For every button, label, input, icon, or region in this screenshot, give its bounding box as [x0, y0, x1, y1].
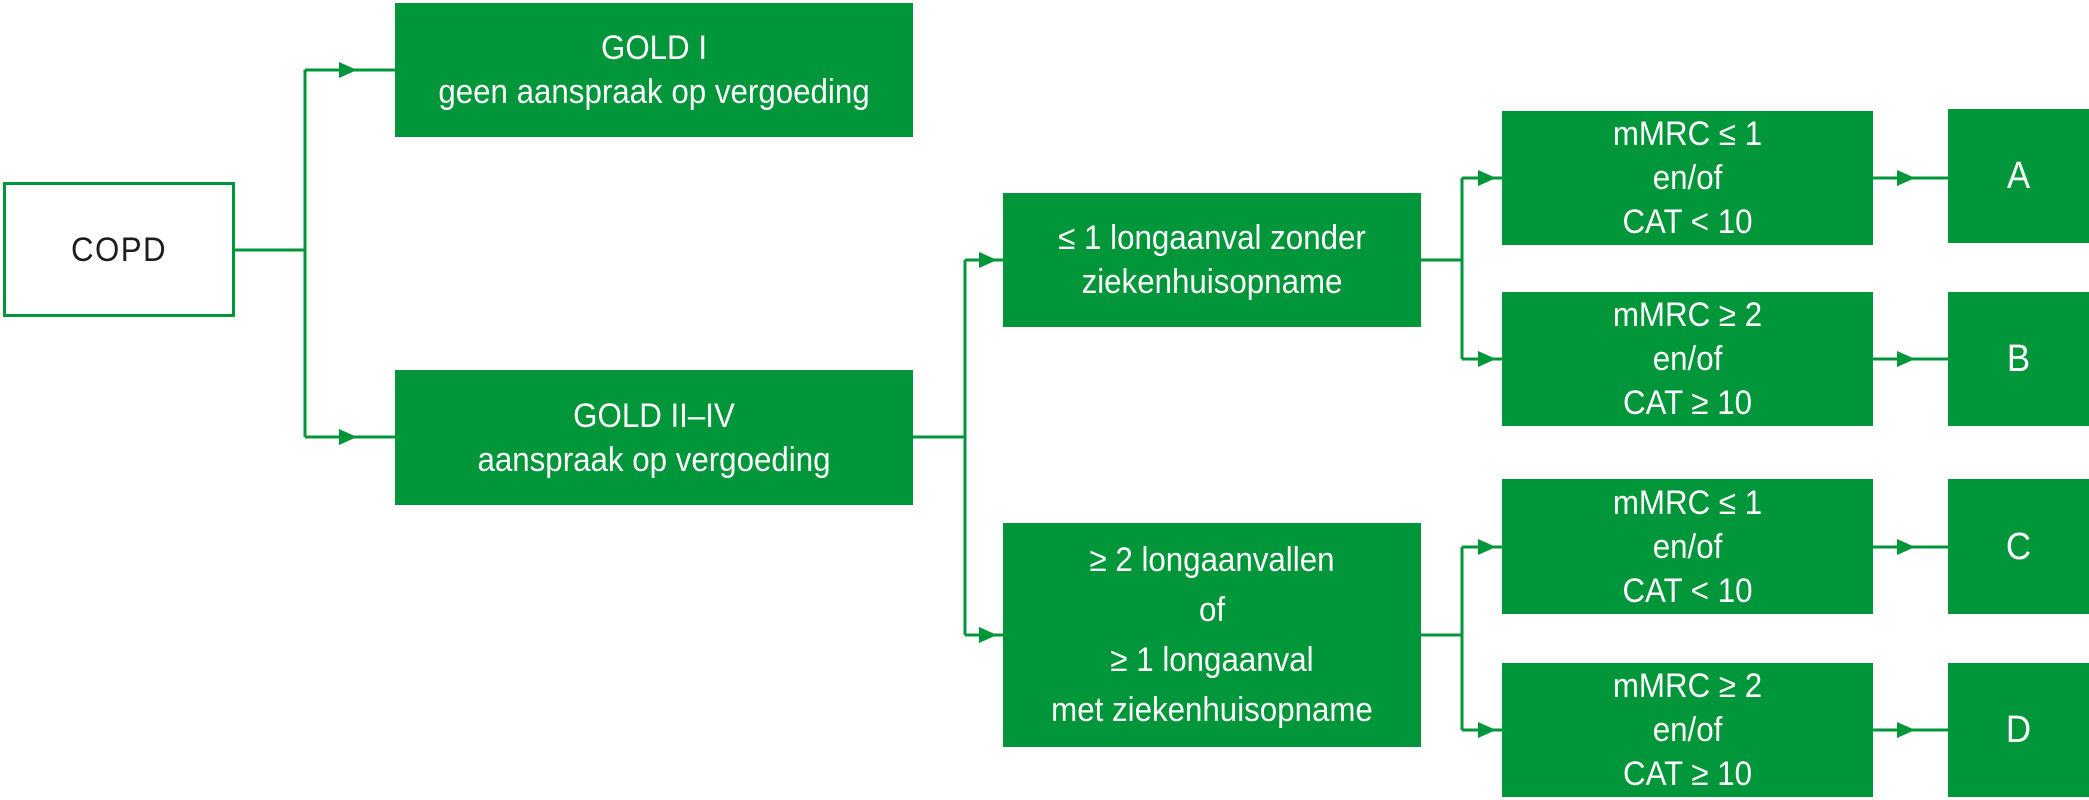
node-criteria-a-line3: CAT < 10	[1622, 203, 1753, 241]
connector-groups	[1873, 176, 1948, 732]
node-criteria-b: mMRC ≥ 2 en/of CAT ≥ 10	[1502, 292, 1873, 426]
node-criteria-d-line2: en/of	[1652, 711, 1723, 749]
arrowhead-gold-ii-iv	[339, 429, 357, 445]
node-criteria-b-line2: en/of	[1652, 340, 1723, 378]
node-criteria-a-line1: mMRC ≤ 1	[1612, 115, 1763, 153]
node-gold-i: GOLD I geen aanspraak op vergoeding	[395, 3, 913, 137]
node-criteria-c-line1: mMRC ≤ 1	[1612, 483, 1763, 522]
node-criteria-c-line2: en/of	[1652, 527, 1723, 566]
arrowhead-criteria-d	[1478, 722, 1496, 738]
node-copd-label: COPD	[71, 230, 167, 269]
arrowhead-exacerbations-high	[979, 627, 997, 643]
node-exacerbations-high-line1: ≥ 2 longaanvallen	[1089, 541, 1335, 579]
node-criteria-c: mMRC ≤ 1 en/of CAT < 10	[1502, 479, 1873, 614]
node-criteria-d-line1: mMRC ≥ 2	[1612, 667, 1763, 705]
group-d-label: D	[2005, 709, 2032, 751]
arrowhead-group-b	[1897, 351, 1915, 367]
node-exacerbations-high-line2: of	[1198, 591, 1226, 629]
node-group-b: B	[1948, 292, 2089, 426]
node-criteria-d-line3: CAT ≥ 10	[1622, 755, 1753, 793]
connector-low-junction	[1421, 176, 1502, 361]
node-gold-i-subtitle: geen aanspraak op vergoeding	[438, 73, 870, 111]
arrowhead-criteria-c	[1478, 539, 1496, 555]
node-gold-ii-iv-title: GOLD II–IV	[573, 396, 735, 435]
node-criteria-c-line3: CAT < 10	[1622, 571, 1753, 610]
node-criteria-a: mMRC ≤ 1 en/of CAT < 10	[1502, 111, 1873, 245]
node-group-d: D	[1948, 663, 2089, 797]
arrowhead-gold-i	[339, 62, 357, 78]
node-gold-i-title: GOLD I	[600, 29, 708, 67]
node-criteria-b-line1: mMRC ≥ 2	[1612, 296, 1763, 334]
node-exacerbations-low-line2: ziekenhuisopname	[1081, 263, 1343, 301]
node-group-a: A	[1948, 109, 2089, 243]
node-exacerbations-high: ≥ 2 longaanvallen of ≥ 1 longaanval met …	[1003, 523, 1421, 747]
node-exacerbations-low-line1: ≤ 1 longaanval zonder	[1058, 219, 1366, 257]
group-a-label: A	[2006, 155, 2031, 197]
group-b-label: B	[2006, 338, 2031, 380]
node-criteria-b-line3: CAT ≥ 10	[1622, 384, 1753, 422]
node-gold-ii-iv-subtitle: aanspraak op vergoeding	[477, 440, 831, 479]
node-exacerbations-high-line4: met ziekenhuisopname	[1051, 691, 1373, 729]
arrowhead-exacerbations-low	[979, 252, 997, 268]
node-exacerbations-low: ≤ 1 longaanval zonder ziekenhuisopname	[1003, 193, 1421, 327]
arrowhead-group-a	[1897, 170, 1915, 186]
arrowhead-criteria-b	[1478, 351, 1496, 367]
arrowhead-criteria-a	[1478, 170, 1496, 186]
group-c-label: C	[2005, 525, 2032, 568]
connector-gold-junction	[913, 258, 1003, 637]
node-exacerbations-high-line3: ≥ 1 longaanval	[1110, 641, 1314, 679]
connector-high-junction	[1421, 545, 1502, 732]
node-copd: COPD	[3, 182, 235, 317]
arrowhead-group-d	[1897, 722, 1915, 738]
arrowhead-group-c	[1897, 539, 1915, 555]
node-gold-ii-iv: GOLD II–IV aanspraak op vergoeding	[395, 370, 913, 505]
node-criteria-d: mMRC ≥ 2 en/of CAT ≥ 10	[1502, 663, 1873, 797]
node-group-c: C	[1948, 479, 2089, 614]
node-criteria-a-line2: en/of	[1652, 159, 1723, 197]
connector-copd-junction	[235, 68, 395, 439]
